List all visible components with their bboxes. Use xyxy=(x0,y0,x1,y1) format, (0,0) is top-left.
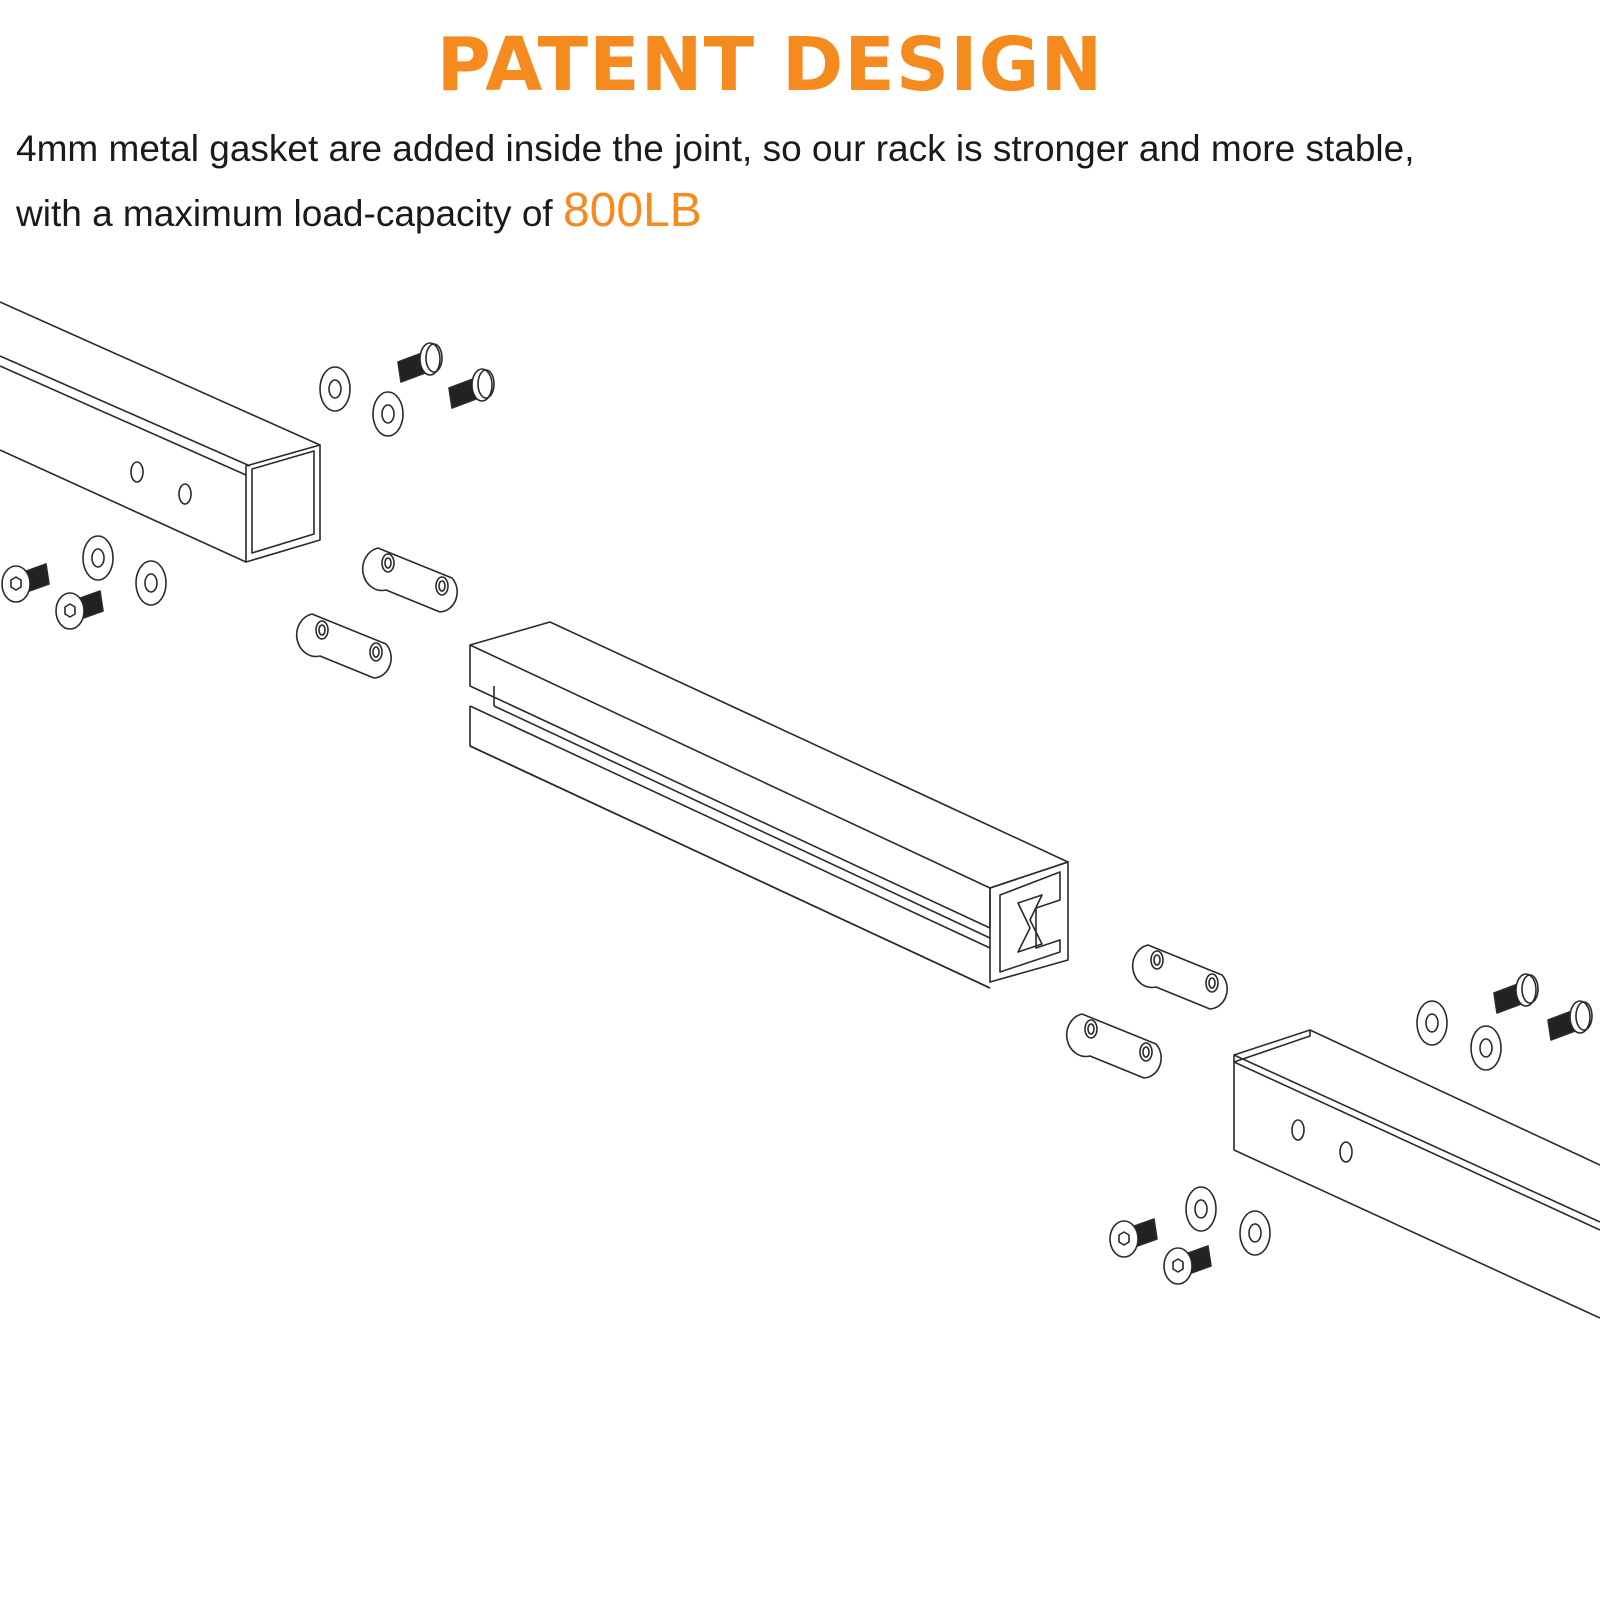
bolt xyxy=(1109,1218,1158,1258)
connector-plate-top-right xyxy=(1131,944,1228,1010)
washer xyxy=(372,391,404,437)
bolt xyxy=(1163,1245,1212,1285)
page-title: PATENT DESIGN xyxy=(436,22,1104,108)
description-line-2-text: with a maximum load-capacity of xyxy=(16,193,563,234)
washer xyxy=(319,366,351,412)
bolt xyxy=(1547,1000,1593,1041)
bolt xyxy=(397,342,443,383)
load-capacity-value: 800LB xyxy=(562,184,702,237)
aluminum-extrusion-profile xyxy=(469,621,1069,989)
description-line-2: with a maximum load-capacity of 800LB xyxy=(16,180,1586,245)
washer xyxy=(1416,1000,1448,1046)
bolt xyxy=(1,563,50,603)
washer xyxy=(1239,1210,1271,1256)
bolt xyxy=(1493,973,1539,1014)
description: 4mm metal gasket are added inside the jo… xyxy=(16,118,1586,245)
description-line-1: 4mm metal gasket are added inside the jo… xyxy=(16,128,1415,169)
connector-plate-bottom-left xyxy=(295,613,392,679)
connector-plate-bottom-right xyxy=(1065,1013,1162,1079)
washer xyxy=(1470,1025,1502,1071)
washer xyxy=(1185,1186,1217,1232)
right-square-tube xyxy=(1233,1029,1600,1319)
connector-plate-top-left xyxy=(361,547,458,613)
left-square-tube xyxy=(0,301,321,563)
bolt xyxy=(448,368,495,409)
bolt xyxy=(55,590,104,630)
washer xyxy=(135,560,167,606)
washer xyxy=(82,535,114,581)
